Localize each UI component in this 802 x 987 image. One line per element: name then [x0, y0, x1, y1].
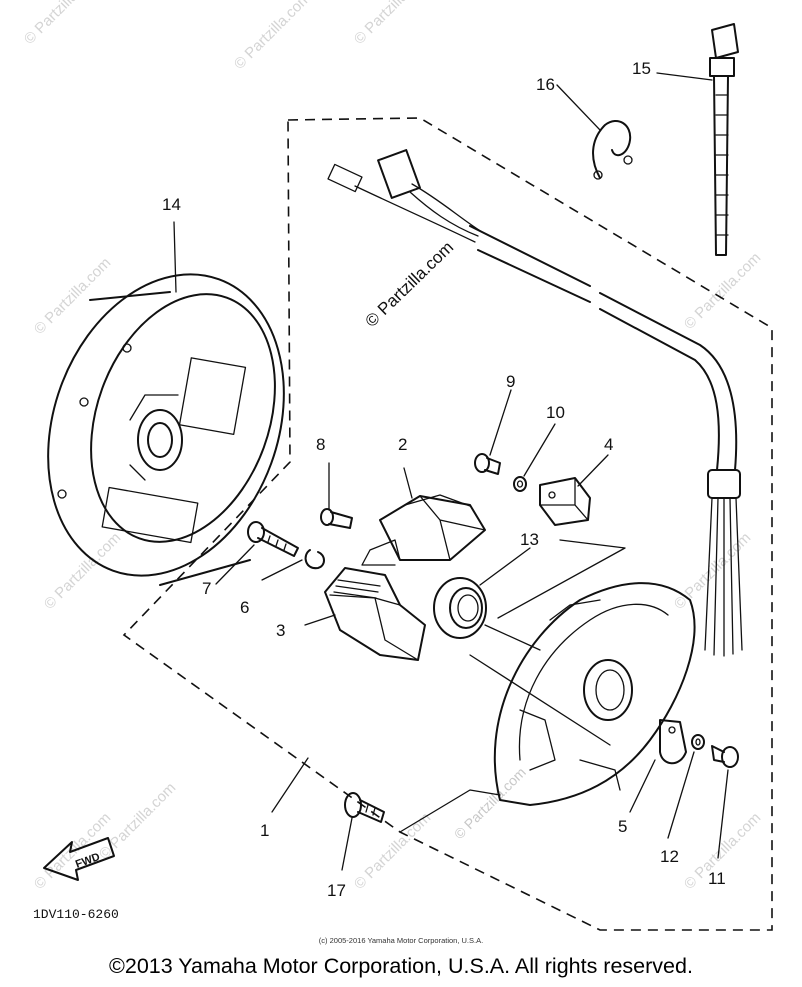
watermarks: © Partzilla.com © Partzilla.com © Partzi… — [21, 0, 764, 893]
callout-11: 11 — [708, 869, 726, 888]
callout-1: 1 — [260, 821, 269, 840]
callout-15: 15 — [632, 59, 651, 78]
watermark: © Partzilla.com — [231, 0, 314, 73]
assembly-boundary — [122, 117, 773, 931]
part-code: 1DV110-6260 — [33, 907, 119, 922]
wire-harness — [327, 149, 743, 657]
lock-washer-6 — [304, 549, 325, 570]
clamp-5 — [659, 719, 687, 765]
washer-10 — [513, 476, 527, 492]
callout-numbers: 1 2 3 4 5 6 7 8 9 10 11 12 13 14 15 16 1… — [162, 59, 726, 900]
callout-5: 5 — [618, 817, 627, 836]
callout-13: 13 — [520, 530, 539, 549]
watermark: © Partzilla.com — [681, 249, 764, 332]
callout-14: 14 — [162, 195, 181, 214]
watermark: © Partzilla.com — [21, 0, 104, 48]
small-copyright: (c) 2005-2016 Yamaha Motor Corporation, … — [318, 936, 484, 945]
screw-7 — [247, 521, 299, 557]
callout-3: 3 — [276, 621, 285, 640]
oil-seal — [433, 577, 487, 639]
callout-10: 10 — [546, 403, 565, 422]
callout-4: 4 — [604, 435, 613, 454]
screw-17 — [344, 792, 385, 823]
flywheel-rotor — [47, 221, 285, 586]
callout-8: 8 — [316, 435, 325, 454]
watermark: © Partzilla.com — [351, 0, 434, 48]
callout-7: 7 — [202, 579, 211, 598]
callout-16: 16 — [536, 75, 555, 94]
washer-12 — [691, 734, 705, 750]
main-copyright: ©2013 Yamaha Motor Corporation, U.S.A. A… — [109, 954, 693, 978]
callout-9: 9 — [506, 372, 515, 391]
callout-17: 17 — [327, 881, 346, 900]
wire-clamp — [592, 120, 633, 180]
watermark: © Partzilla.com — [31, 254, 114, 337]
charge-coil — [324, 567, 426, 661]
watermark-dark: © Partzilla.com — [362, 238, 458, 331]
watermark: © Partzilla.com — [351, 809, 434, 892]
screw-9 — [474, 453, 501, 475]
leader-lines — [215, 72, 729, 871]
screw-11 — [711, 745, 739, 768]
cable-tie — [709, 23, 739, 256]
screw-8 — [320, 508, 353, 529]
callout-6: 6 — [240, 598, 249, 617]
callout-12: 12 — [660, 847, 679, 866]
pulser-coil — [539, 477, 591, 526]
watermark: © Partzilla.com — [671, 529, 754, 612]
stator-base — [493, 582, 696, 806]
source-coil — [361, 494, 486, 566]
callout-2: 2 — [398, 435, 407, 454]
